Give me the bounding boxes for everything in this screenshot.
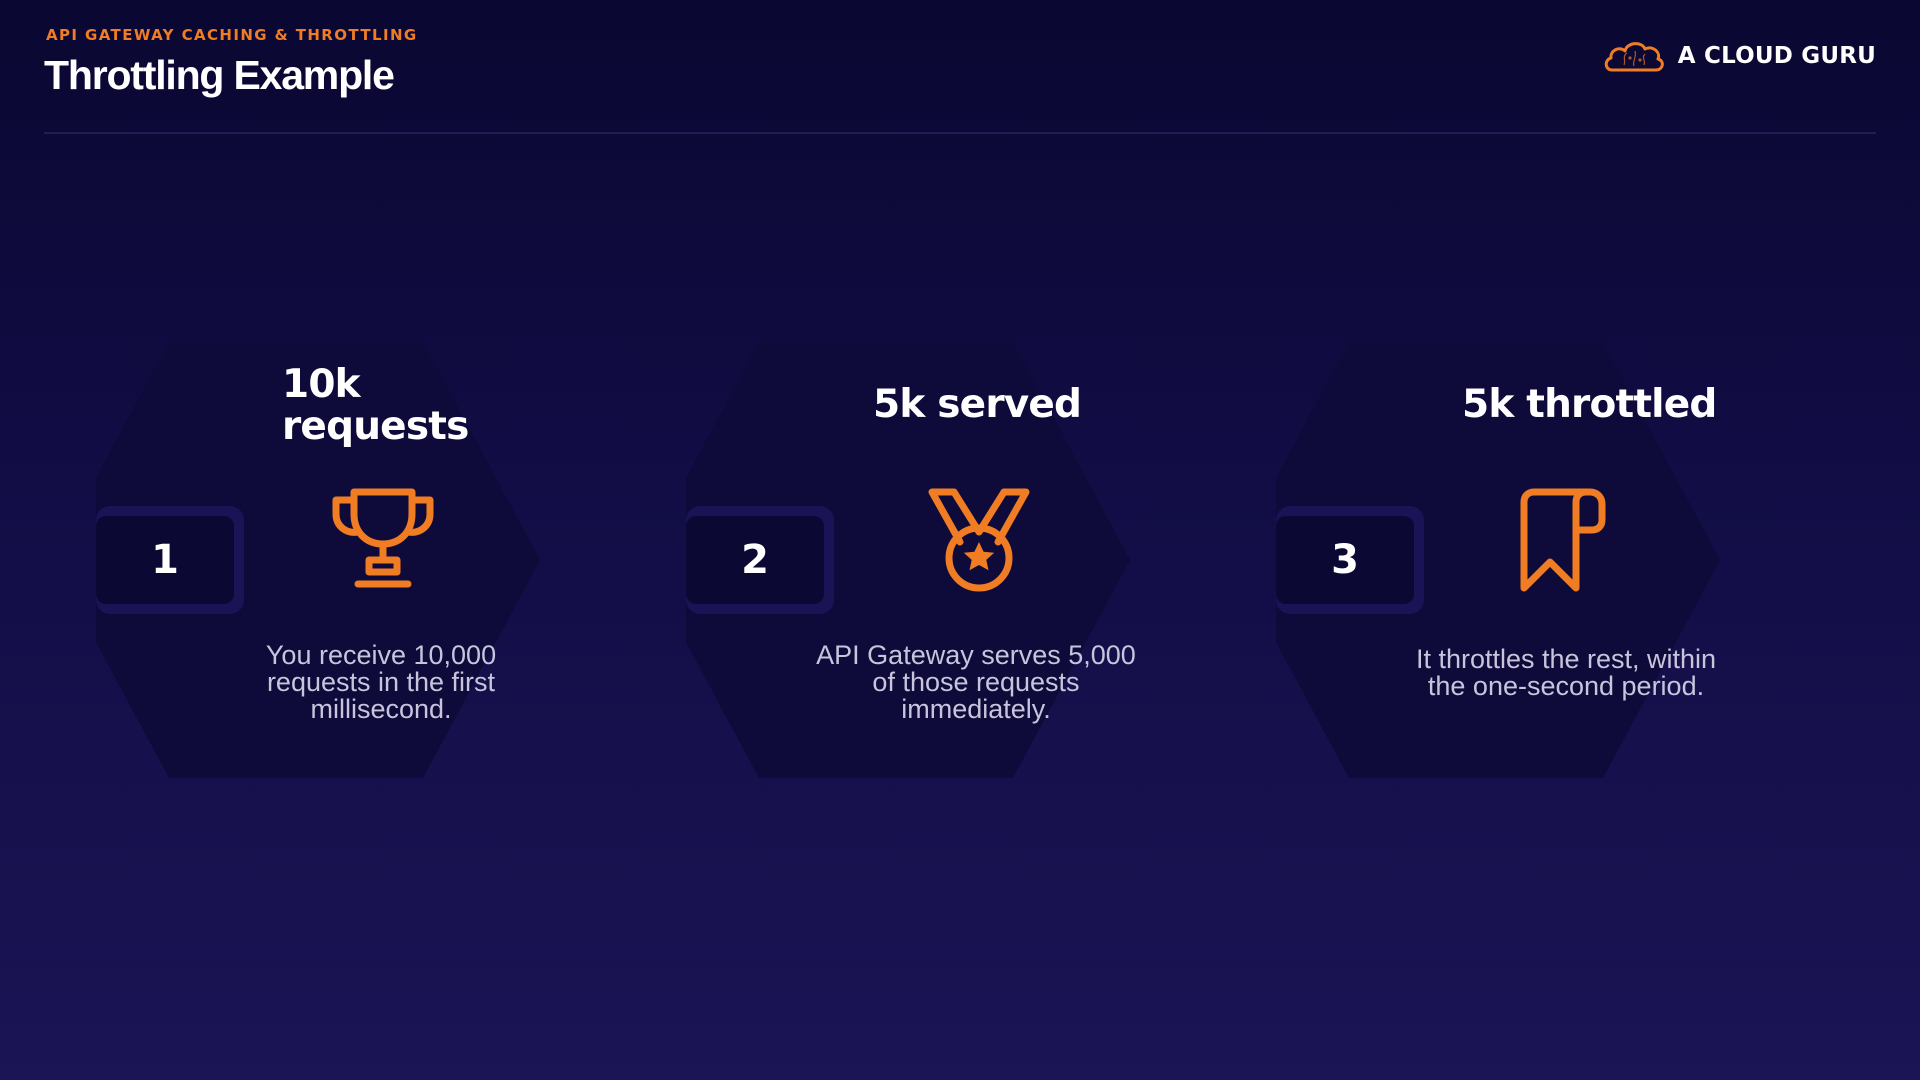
step-heading-line-1: 10k [282,362,361,407]
step-description: It throttles the rest, within the one-se… [1415,644,1717,701]
step-number: 2 [686,516,824,604]
section-kicker: API GATEWAY CACHING & THROTTLING [46,26,418,44]
hexagon-background [686,342,1130,778]
step-3-card: 3 5k throttled It throttles the rest, wi… [1276,340,1816,780]
step-heading: 5k served [873,382,1082,427]
step-description: You receive 10,000 requests in the first… [265,640,497,724]
step-description: API Gateway serves 5,000 of those reques… [816,640,1136,724]
step-heading: 5k throttled [1462,382,1717,427]
brand-name: A CLOUD GURU [1677,43,1876,69]
step-heading: 10k requests [282,364,469,448]
medal-icon [928,488,1030,592]
step-number: 3 [1276,516,1414,604]
hexagon-background [1276,342,1720,778]
page-title: Throttling Example [44,52,395,98]
bookmark-icon [1520,488,1606,592]
step-1-card: 1 10k requests You receive 10,000 reques… [96,340,636,780]
header-divider [44,132,1876,134]
brand-logo: A CLOUD GURU [1602,36,1876,76]
step-2-card: 2 5k served API Gateway serves 5,000 of … [686,340,1226,780]
step-heading-line-2: requests [282,404,469,449]
step-number: 1 [96,516,234,604]
hexagon-background [96,342,540,778]
trophy-icon [332,488,434,588]
cloud-icon [1604,42,1664,72]
